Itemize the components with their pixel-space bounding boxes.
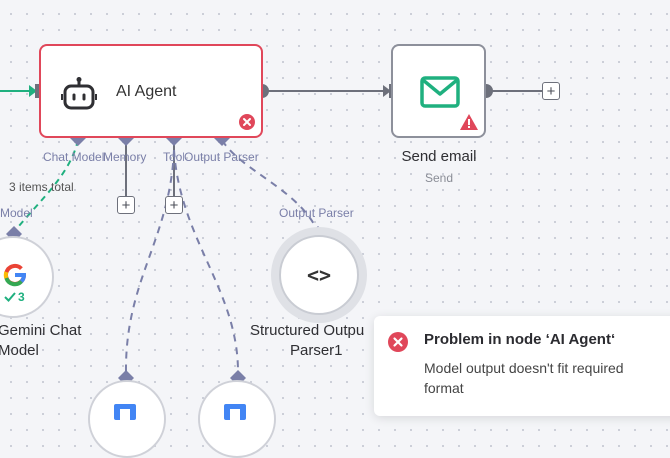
port-label-memory: Memory xyxy=(103,150,147,164)
ai-agent-node[interactable]: AI Agent xyxy=(39,44,263,138)
structured-output-parser-node[interactable]: <> xyxy=(279,235,359,315)
send-email-subtitle: Send xyxy=(424,171,454,185)
error-icon xyxy=(239,114,255,130)
google-docs-icon xyxy=(224,404,246,420)
output-parser-connection-label: Output Parser xyxy=(279,206,354,220)
robot-icon xyxy=(61,77,97,110)
send-email-node[interactable] xyxy=(391,44,486,138)
google-docs-icon xyxy=(114,404,136,420)
check-icon xyxy=(4,292,16,302)
toast-message: Model output doesn't fit required format xyxy=(424,360,624,396)
ai-agent-title: AI Agent xyxy=(116,83,177,100)
send-email-title: Send email xyxy=(401,148,477,165)
envelope-icon xyxy=(420,76,460,108)
execution-count: 3 xyxy=(18,290,25,304)
google-g-icon xyxy=(3,263,26,287)
tool-node[interactable] xyxy=(198,380,276,458)
add-tool-button[interactable]: + xyxy=(165,196,183,214)
tool-node[interactable] xyxy=(88,380,166,458)
warning-icon xyxy=(460,114,478,130)
add-next-node-button[interactable]: + xyxy=(542,82,560,100)
toast-title: Problem in node ‘AI Agent‘ xyxy=(424,331,616,348)
parser-title-line2: Parser1 xyxy=(290,342,343,359)
model-connection-label: Model xyxy=(0,206,33,220)
parser-title-line1: Structured Outpu xyxy=(250,322,365,339)
port-label-tool: Tool xyxy=(163,150,184,164)
code-icon: <> xyxy=(306,263,332,287)
error-toast: Problem in node ‘AI Agent‘ Model output … xyxy=(374,316,670,416)
add-memory-button[interactable]: + xyxy=(117,196,135,214)
gemini-title-line2: Model xyxy=(0,342,39,359)
gemini-title-line1: Gemini Chat xyxy=(0,322,82,339)
items-total-label: 3 items total xyxy=(9,180,74,194)
port-label-output-parser: Output Parser xyxy=(184,150,259,164)
error-icon xyxy=(388,332,408,352)
port-label-chat-model: Chat Model xyxy=(43,150,105,164)
